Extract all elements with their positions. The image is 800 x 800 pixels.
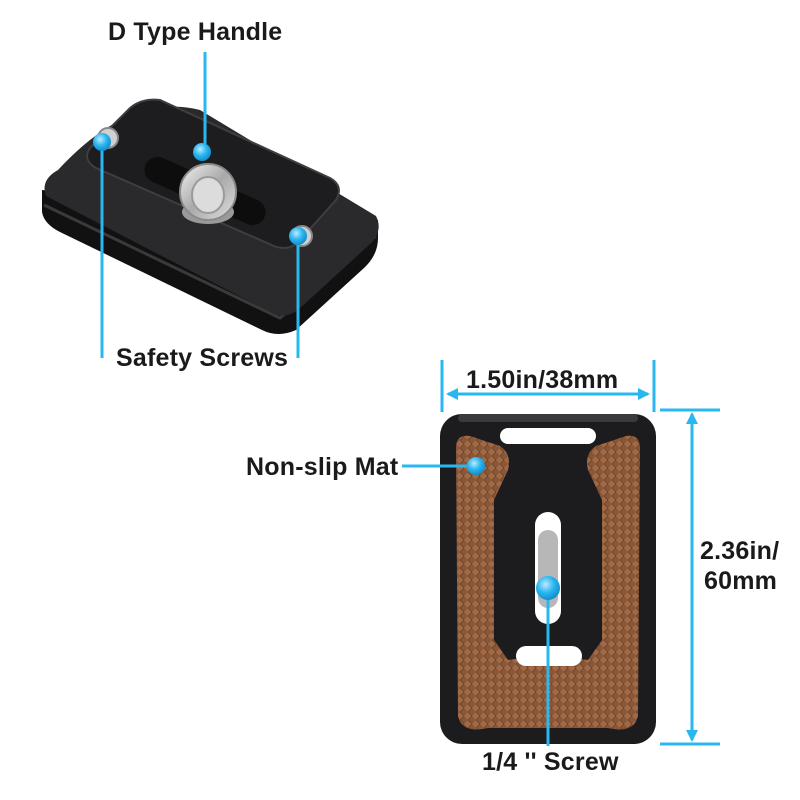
screw-label: 1/4 '' Screw: [482, 748, 619, 776]
dot-screw-left: [93, 133, 111, 151]
dot-screw: [536, 576, 560, 600]
callout-lines: [100, 52, 550, 746]
dot-screw-right: [289, 227, 307, 245]
width-dimension-label: 1.50in/38mm: [466, 366, 619, 394]
height-dimension-label-line1: 2.36in/: [700, 537, 780, 565]
callout-dots: [93, 133, 560, 600]
dot-mat: [467, 457, 485, 475]
dimension-lines: [440, 360, 720, 746]
angled-quick-release-plate: [42, 98, 379, 334]
d-type-handle-label: D Type Handle: [108, 18, 283, 46]
height-dimension-label-line2: 60mm: [704, 567, 778, 595]
safety-screws-label: Safety Screws: [116, 344, 289, 372]
non-slip-mat-label: Non-slip Mat: [246, 453, 399, 481]
dot-handle: [193, 143, 211, 161]
